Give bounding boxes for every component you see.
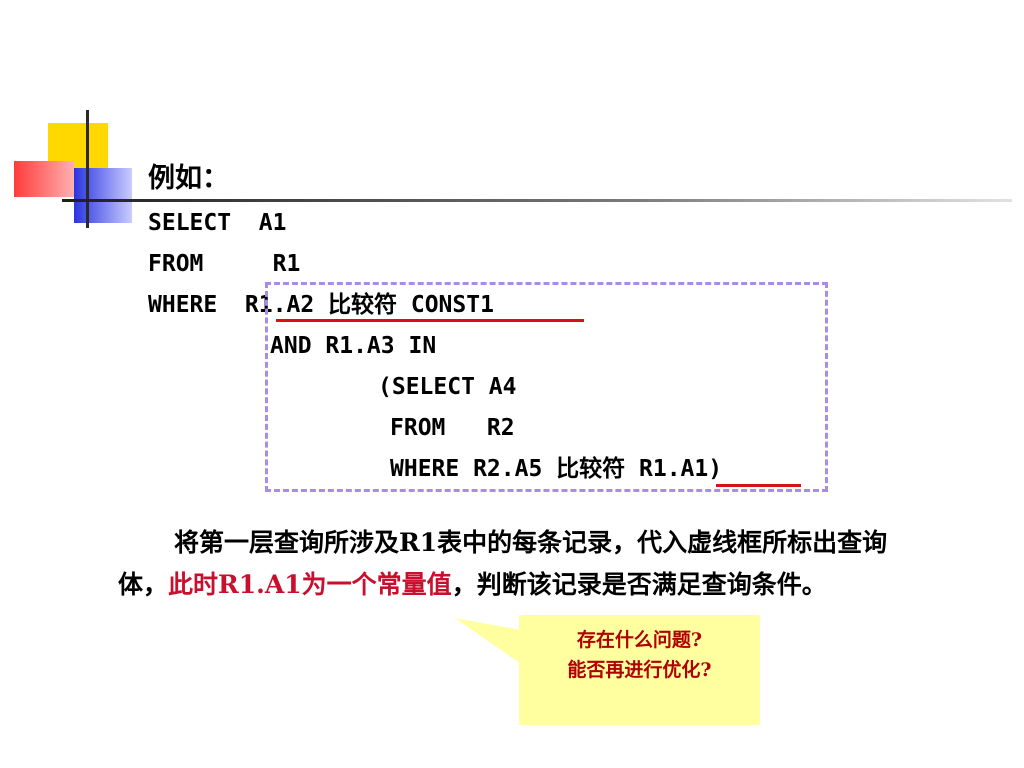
decor-red-bar [14,161,74,197]
example-heading: 例如： [148,163,229,194]
sql-line-from: FROM R1 [148,251,301,277]
sql-line-subselect: (SELECT A4 [378,374,517,400]
sql-line-where: WHERE R1.A2 比较符 CONST1 [148,292,494,318]
decor-blue-square [74,168,132,223]
condition-underline [276,319,584,322]
callout-question-2: 能否再进行优化? [567,659,712,681]
explanation-text-2: ，判断该记录是否满足查询条件。 [451,570,827,599]
subquery-dashed-box [265,282,828,492]
explanation-paragraph: 将第一层查询所涉及R1表中的每条记录，代入虚线框所标出查询体，此时R1.A1为一… [118,522,918,606]
explanation-highlight: 此时R1.A1为一个常量值 [168,570,452,599]
sql-line-subwhere: WHERE R2.A5 比较符 R1.A1) [390,456,723,482]
decor-vertical-line [86,110,89,228]
question-callout: 存在什么问题? 能否再进行优化? [519,615,760,725]
explanation-text-1: 将第一层查询所涉及R1表中的每条记录，代入虚线框所标出查询体， [118,528,888,599]
callout-question-1: 存在什么问题? [576,629,703,651]
sql-line-subfrom: FROM R2 [390,415,515,441]
sql-line-select: SELECT A1 [148,210,287,236]
outer-ref-underline [716,484,801,487]
title-divider-line [62,199,1012,202]
sql-line-and: AND R1.A3 IN [270,333,437,359]
callout-pointer [455,618,521,664]
